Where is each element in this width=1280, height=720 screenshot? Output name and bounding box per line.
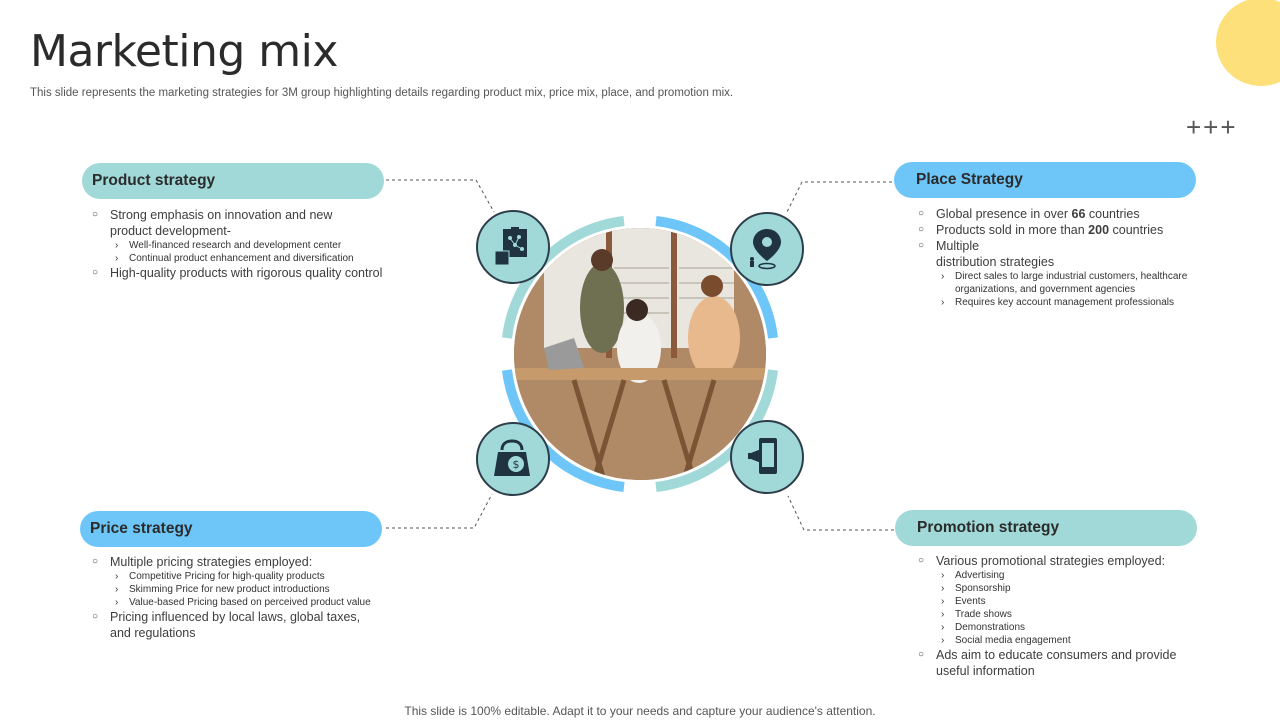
chevron-right-icon: › (941, 635, 945, 646)
sub-list-item: ›Demonstrations (941, 622, 1026, 633)
svg-text:$: $ (513, 458, 520, 471)
list-item-continued: and regulations (110, 626, 196, 640)
list-item: ○Pricing influenced by local laws, globa… (92, 610, 361, 624)
list-item: ○Multiple pricing strategies employed: (92, 555, 313, 569)
price-strategy-header: Price strategy (80, 511, 382, 547)
promotion-icon-circle (730, 420, 804, 494)
sub-list-item: ›Requires key account management profess… (941, 297, 1175, 308)
chevron-right-icon: › (115, 597, 119, 608)
bullet-circle-icon: ○ (918, 224, 925, 235)
bullet-circle-icon: ○ (92, 556, 99, 567)
product-development-icon (494, 227, 527, 266)
list-item: ○Various promotional strategies employed… (918, 554, 1166, 568)
list-item-continued: distribution strategies (936, 255, 1055, 269)
place-icon-circle (730, 212, 804, 286)
price-strategy-title: Price strategy (90, 520, 193, 537)
bullet-circle-icon: ○ (918, 555, 925, 566)
price-strategy-list: ○Multiple pricing strategies employed: ›… (84, 554, 424, 641)
footer-note: This slide is 100% editable. Adapt it to… (404, 704, 876, 718)
sub-list-item: ›Advertising (941, 570, 1005, 581)
list-item: ○Global presence in over 66 countries (918, 207, 1140, 221)
bullet-circle-icon: ○ (918, 240, 925, 251)
bullet-circle-icon: ○ (92, 267, 99, 278)
list-item-continued: product development- (110, 224, 231, 238)
sub-list-item: ›Sponsorship (941, 583, 1011, 594)
product-strategy-header: Product strategy (82, 163, 384, 199)
sub-list-item: ›Social media engagement (941, 635, 1071, 646)
chevron-right-icon: › (941, 570, 945, 581)
place-strategy-header: Place Strategy (894, 162, 1196, 198)
chevron-right-icon: › (115, 240, 119, 251)
mobile-megaphone-icon (748, 438, 777, 474)
sub-list-item: ›Events (941, 596, 986, 607)
sub-list-item: ›Direct sales to large industrial custom… (941, 271, 1188, 282)
chevron-right-icon: › (941, 622, 945, 633)
page-title: Marketing mix (30, 26, 338, 77)
chevron-right-icon: › (941, 297, 945, 308)
sub-list-item: ›Well-financed research and development … (115, 240, 342, 251)
bullet-circle-icon: ○ (918, 649, 925, 660)
promotion-strategy-title: Promotion strategy (917, 519, 1060, 536)
bullet-circle-icon: ○ (92, 209, 99, 220)
page-subtitle: This slide represents the marketing stra… (30, 87, 734, 99)
location-pin-icon (750, 229, 781, 270)
product-strategy-list: ○Strong emphasis on innovation and new p… (84, 207, 424, 281)
list-item: ○High-quality products with rigorous qua… (92, 266, 383, 280)
sub-list-item: ›Skimming Price for new product introduc… (115, 584, 330, 595)
list-item-continued: useful information (936, 664, 1035, 678)
place-strategy-title: Place Strategy (916, 171, 1023, 188)
list-item: ○Strong emphasis on innovation and new (92, 208, 333, 222)
money-bag-icon: $ (494, 439, 530, 476)
chevron-right-icon: › (115, 571, 119, 582)
chevron-right-icon: › (115, 584, 119, 595)
sub-list-item: ›Competitive Pricing for high-quality pr… (115, 571, 325, 582)
place-strategy-list: ○Global presence in over 66 countries ○P… (910, 206, 1240, 309)
chevron-right-icon: › (941, 596, 945, 607)
list-item: ○Multiple (918, 239, 980, 253)
promotion-strategy-header: Promotion strategy (895, 510, 1197, 546)
chevron-right-icon: › (941, 271, 945, 282)
sub-list-item-continued: organizations, and government agencies (955, 284, 1136, 295)
bullet-circle-icon: ○ (92, 611, 99, 622)
list-item: ○Products sold in more than 200 countrie… (918, 223, 1164, 237)
chevron-right-icon: › (941, 609, 945, 620)
product-icon-circle (476, 210, 550, 284)
list-item: ○Ads aim to educate consumers and provid… (918, 648, 1177, 662)
bullet-circle-icon: ○ (918, 208, 925, 219)
product-strategy-title: Product strategy (92, 172, 216, 189)
team-meeting-photo (514, 228, 766, 480)
sub-list-item: ›Continual product enhancement and diver… (115, 253, 354, 264)
plus-icons: +++ (1186, 112, 1238, 142)
promotion-strategy-list: ○Various promotional strategies employed… (910, 553, 1240, 679)
price-icon-circle: $ (476, 422, 550, 496)
chevron-right-icon: › (941, 583, 945, 594)
chevron-right-icon: › (115, 253, 119, 264)
sub-list-item: ›Value-based Pricing based on perceived … (115, 597, 371, 608)
sub-list-item: ›Trade shows (941, 609, 1012, 620)
